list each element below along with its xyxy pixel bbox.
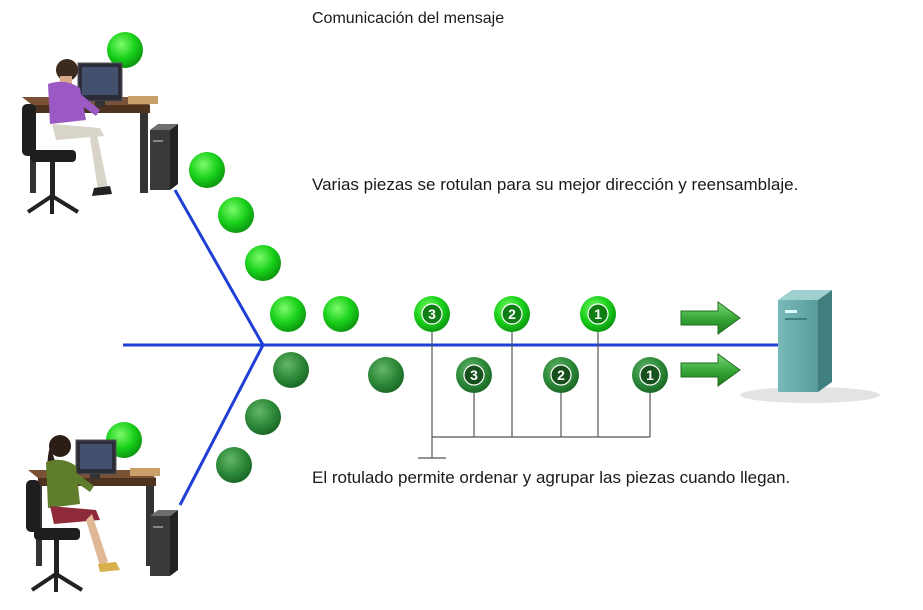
labeling-note: Varias piezas se rotulan para su mejor d… xyxy=(312,175,799,194)
dark-packets-stream xyxy=(106,352,404,483)
packet-light xyxy=(107,32,143,68)
packet-label: 1 xyxy=(646,367,654,383)
packet-light xyxy=(189,152,225,188)
packet-light xyxy=(323,296,359,332)
packet-dark xyxy=(368,357,404,393)
packet-light xyxy=(245,245,281,281)
packet-dark xyxy=(245,399,281,435)
server-tower-icon xyxy=(740,290,880,403)
right-arrow-icon xyxy=(680,353,741,387)
packet-light xyxy=(218,197,254,233)
labeled-dark-packets: 3 2 1 xyxy=(456,357,668,393)
packet-label: 2 xyxy=(508,306,516,322)
ordering-bracket xyxy=(418,330,651,459)
packet-label: 2 xyxy=(557,367,565,383)
packet-dark xyxy=(273,352,309,388)
packet-light xyxy=(270,296,306,332)
person-at-computer-icon xyxy=(22,59,178,214)
packet-dark xyxy=(216,447,252,483)
bottom-branch-line xyxy=(178,344,265,506)
top-branch-line xyxy=(173,189,265,346)
light-packets-stream xyxy=(107,32,359,332)
ordering-note: El rotulado permite ordenar y agrupar la… xyxy=(312,468,791,487)
right-arrow-icon xyxy=(680,301,741,335)
labeled-packet-dark-1: 1 xyxy=(632,357,668,393)
diagram-title: Comunicación del mensaje xyxy=(312,10,505,27)
labeled-packet-light-1: 1 xyxy=(580,296,616,332)
person-at-computer-icon xyxy=(26,435,178,592)
packet-label: 3 xyxy=(470,367,478,383)
labeled-packet-dark-2: 2 xyxy=(543,357,579,393)
labeled-packet-light-2: 2 xyxy=(494,296,530,332)
labeled-packet-light-3: 3 xyxy=(414,296,450,332)
packet-label: 1 xyxy=(594,306,602,322)
labeled-packet-dark-3: 3 xyxy=(456,357,492,393)
packet-label: 3 xyxy=(428,306,436,322)
labeled-light-packets: 3 2 1 xyxy=(414,296,616,332)
network-lines xyxy=(123,189,778,506)
